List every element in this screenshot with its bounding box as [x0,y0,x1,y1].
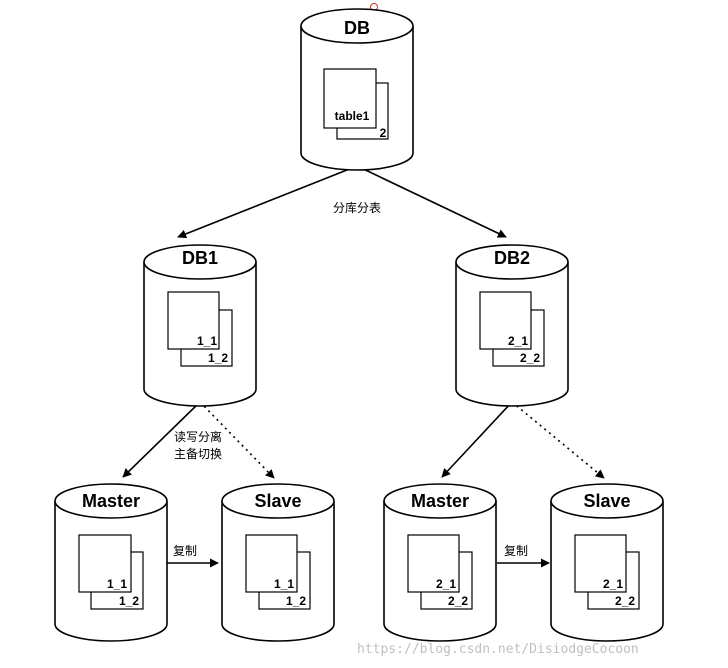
table-back-label: 2 [380,126,387,140]
edge-db2-to-master [441,401,513,478]
replicate-label-1: 复制 [173,544,197,558]
table-front-label: 1_1 [197,334,217,348]
split-label: 分库分表 [333,200,381,215]
table-front-page [245,534,298,593]
cylinder-top [54,483,168,519]
edges [122,165,605,568]
node-title-slave-1: Slave [254,491,301,511]
cylinder-db2[interactable]: DB2 2_1 2_2 [455,244,569,407]
table-front-label: 2_1 [436,577,456,591]
table-back-label: 1_2 [208,351,228,365]
table-back-label: 1_2 [286,594,306,608]
watermark-text: https://blog.csdn.net/DisiodgeCocoon [357,642,639,657]
table-front-label: 2_1 [603,577,623,591]
edge-db-to-db2 [356,165,507,238]
cylinder-top [143,244,257,280]
cylinder-slave-2[interactable]: Slave 2_1 2_2 [550,483,664,642]
cylinder-top [550,483,664,519]
node-title-db2: DB2 [494,248,530,268]
edge-db1-to-master [122,401,201,478]
table-front-label: table1 [335,109,370,123]
cylinder-top [300,8,414,44]
table-back-label: 1_2 [119,594,139,608]
cylinder-db[interactable]: DB table1 2 [300,8,414,171]
table-back-label: 2_2 [615,594,635,608]
failover-label: 主备切换 [174,447,222,461]
cylinder-master-2[interactable]: Master 2_1 2_2 [383,483,497,642]
table-front-label: 2_1 [508,334,528,348]
edge-db2-to-slave [511,401,605,479]
table-front-page [167,291,220,350]
node-title-master-1: Master [82,491,140,511]
table-back-label: 2_2 [520,351,540,365]
cylinder-top [383,483,497,519]
rw-split-label: 读写分离 [174,429,222,444]
table-front-page [407,534,460,593]
node-title-master-2: Master [411,491,469,511]
table-back-label: 2_2 [448,594,468,608]
table-front-label: 1_1 [107,577,127,591]
cylinder-db1[interactable]: DB1 1_1 1_2 [143,244,257,407]
cylinder-top [455,244,569,280]
table-front-label: 1_1 [274,577,294,591]
node-title-slave-2: Slave [583,491,630,511]
edge-db-to-db1 [177,165,358,239]
table-front-page [323,68,377,129]
node-title-db: DB [344,18,370,38]
table-front-page [78,534,132,593]
node-title-db1: DB1 [182,248,218,268]
cylinder-top [221,483,335,519]
cylinder-slave-1[interactable]: Slave 1_1 1_2 [221,483,335,642]
cylinder-master-1[interactable]: Master 1_1 1_2 [54,483,168,642]
table-front-page [574,534,627,593]
table-front-page [479,291,532,350]
replicate-label-2: 复制 [504,544,528,558]
